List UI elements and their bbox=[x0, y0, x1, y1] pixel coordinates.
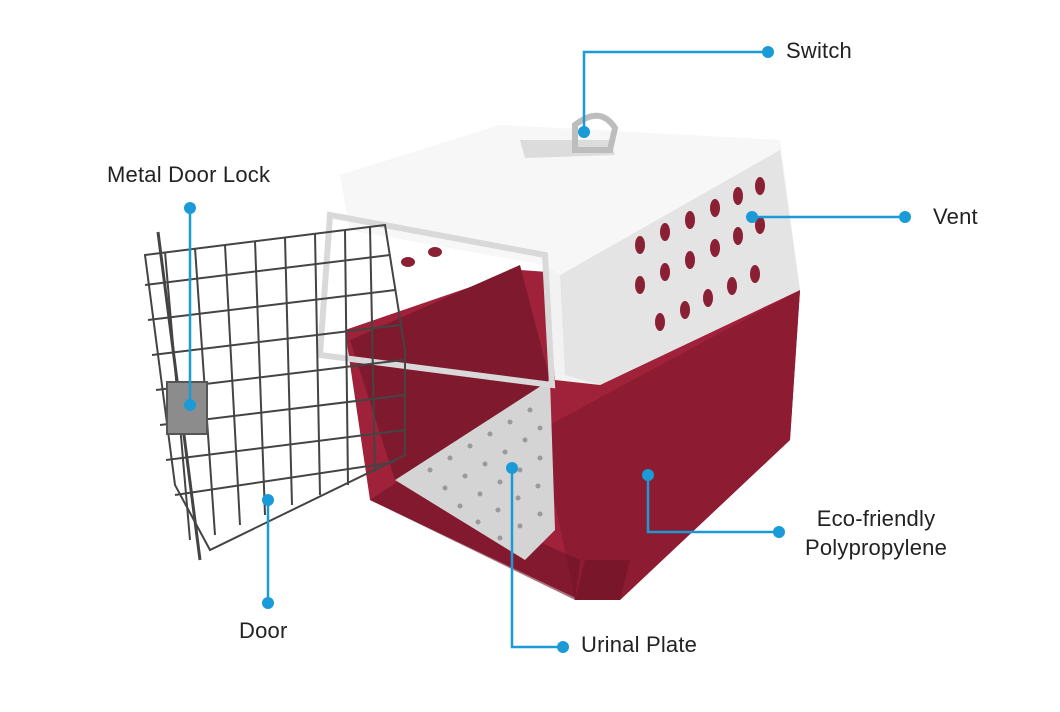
eco-friendly-line1: Eco-friendly bbox=[816, 506, 936, 531]
eco-friendly-label: Eco-friendly Polypropylene bbox=[786, 504, 966, 562]
switch-dot-end bbox=[762, 46, 774, 58]
door-dot-top bbox=[262, 494, 274, 506]
vent-dot-end bbox=[899, 211, 911, 223]
urinal-dot-top bbox=[506, 462, 518, 474]
switch-label: Switch bbox=[786, 38, 852, 63]
door-label: Door bbox=[239, 618, 288, 643]
eco-friendly-line2: Polypropylene bbox=[804, 535, 948, 560]
lock-dot-top bbox=[184, 202, 196, 214]
carrier-top-shell bbox=[316, 112, 800, 389]
urinal-plate-label: Urinal Plate bbox=[581, 632, 698, 657]
door-dot-bottom bbox=[262, 597, 274, 609]
vent-label: Vent bbox=[933, 204, 978, 229]
callouts bbox=[188, 50, 905, 649]
metal-door-lock-label: Metal Door Lock bbox=[107, 162, 271, 187]
eco-dot-top bbox=[642, 469, 654, 481]
lock-dot-bottom bbox=[184, 399, 196, 411]
urinal-dot-end bbox=[557, 641, 569, 653]
eco-dot-end bbox=[773, 526, 785, 538]
callout-dots bbox=[184, 46, 911, 653]
vent-dot-start bbox=[746, 211, 758, 223]
switch-dot-start bbox=[578, 126, 590, 138]
